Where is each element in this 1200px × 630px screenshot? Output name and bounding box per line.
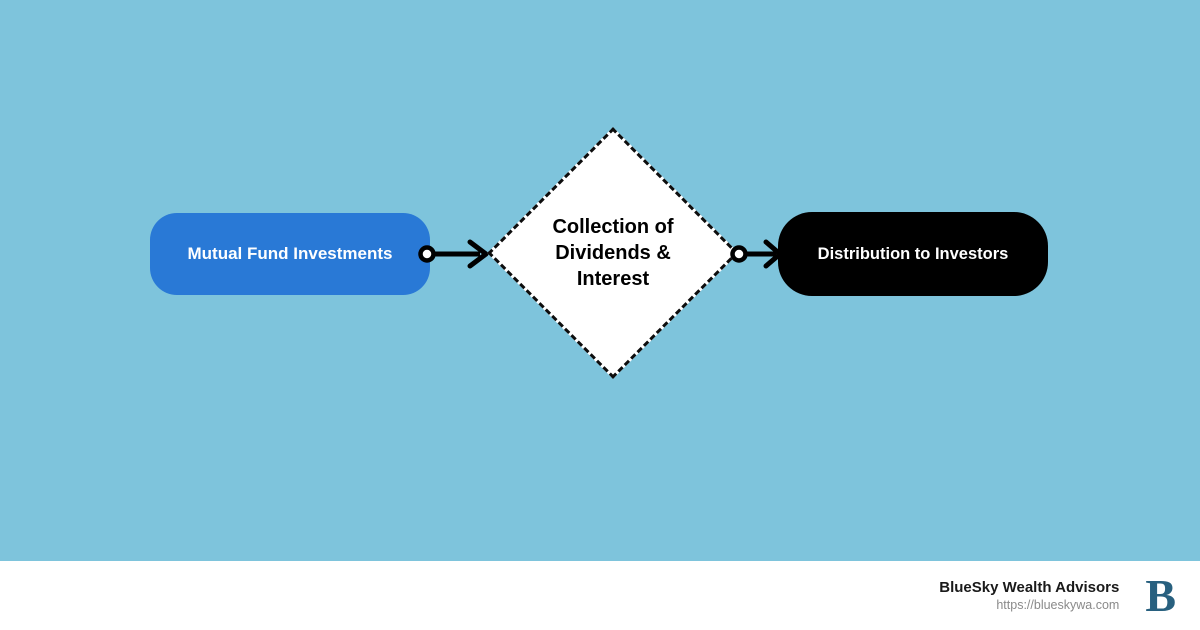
- node-mutual-fund-investments: Mutual Fund Investments: [150, 213, 430, 295]
- node-distribution-to-investors-label: Distribution to Investors: [817, 244, 1009, 263]
- node-collection-label-line-2: Dividends &: [555, 242, 671, 264]
- node-distribution-to-investors: Distribution to Investors: [778, 212, 1048, 296]
- footer-website-url: https://blueskywa.com: [996, 598, 1120, 613]
- node-collection-label-line-3: Interest: [576, 268, 650, 290]
- flow-arrow-icon-right: [730, 239, 783, 269]
- footer-brand-name: BlueSky Wealth Advisors: [939, 578, 1120, 596]
- footer-bar: BlueSky Wealth Advisors https://blueskyw…: [0, 561, 1200, 630]
- arrow-tail-circle-icon: [730, 245, 748, 263]
- brand-logo-icon: B: [1145, 569, 1176, 621]
- node-mutual-fund-investments-label: Mutual Fund Investments: [187, 244, 393, 263]
- arrow-tail-circle-icon: [418, 245, 436, 263]
- flow-arrow-icon-left: [418, 239, 489, 269]
- arrow-head-icon: [467, 239, 489, 269]
- node-collection-label-line-1: Collection of: [552, 216, 674, 238]
- node-collection-label: Collection of Dividends & Interest: [528, 180, 698, 326]
- footer-text-block: BlueSky Wealth Advisors https://blueskyw…: [939, 578, 1119, 614]
